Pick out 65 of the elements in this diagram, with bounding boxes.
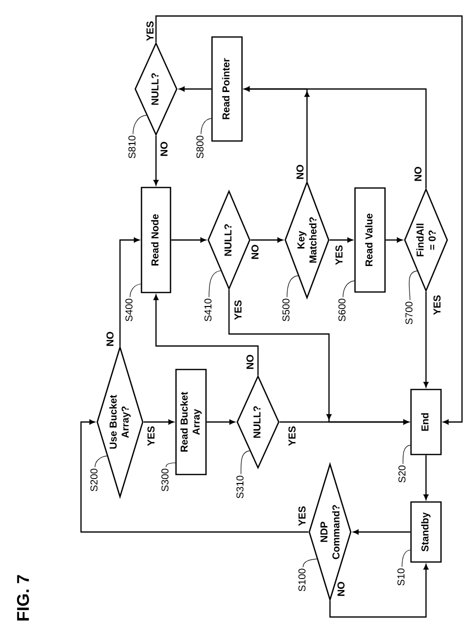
arrow — [250, 238, 283, 242]
reference-numeral: S20 — [398, 466, 406, 482]
arrow — [171, 238, 206, 242]
edge-label: YES — [433, 294, 441, 316]
leader-line — [402, 550, 411, 568]
arrow — [329, 564, 428, 618]
arrow — [80, 420, 308, 533]
process-box: Read Value — [354, 187, 386, 293]
edge-label: NO — [414, 166, 422, 182]
process-box: Read Pointer — [211, 36, 243, 142]
arrow — [154, 294, 259, 376]
leader-line — [286, 275, 298, 298]
edge-label: YES — [298, 506, 306, 526]
edge-label: YES — [234, 300, 242, 320]
leader-line — [302, 558, 318, 568]
leader-line — [132, 114, 147, 134]
process-box: Read Node — [140, 186, 172, 294]
reference-numeral: S10 — [397, 568, 404, 586]
process-box: Read Bucket Array — [175, 368, 207, 476]
reference-numeral: S700 — [405, 302, 412, 324]
leader-line — [166, 462, 176, 468]
arrow — [144, 420, 174, 424]
edge-label: YES — [288, 426, 296, 446]
arrow — [228, 290, 409, 424]
leader-line — [94, 456, 108, 468]
figure-title: FIG. 7 — [16, 575, 30, 620]
arrow — [424, 455, 428, 500]
leader-line — [240, 450, 250, 474]
reference-numeral: S300 — [161, 468, 168, 492]
edge-label: NO — [296, 164, 304, 180]
reference-numeral: S810 — [128, 136, 136, 158]
edge-label: NO — [251, 244, 259, 260]
reference-numeral: S800 — [196, 136, 204, 158]
reference-numeral: S200 — [90, 468, 98, 492]
leader-line — [208, 270, 222, 298]
edge-label: NO — [160, 141, 168, 157]
leader-line — [130, 284, 142, 298]
arrow — [244, 86, 427, 188]
arrow — [424, 292, 428, 388]
edge-label: NO — [246, 354, 254, 370]
reference-numeral: S310 — [236, 476, 244, 498]
arrow — [154, 136, 158, 186]
arrow — [206, 420, 235, 424]
arrow — [155, 15, 463, 424]
arrow — [330, 238, 353, 242]
process-box: End — [410, 388, 442, 456]
arrow — [353, 530, 410, 534]
process-box: Standby — [410, 501, 442, 563]
leader-line — [342, 280, 355, 298]
leader-line — [200, 118, 212, 134]
edge-label: NO — [106, 331, 114, 347]
edge-label: YES — [147, 426, 155, 446]
edge-label: YES — [335, 244, 343, 266]
edge-label: YES — [146, 20, 154, 42]
reference-numeral: S100 — [298, 568, 306, 592]
arrow — [179, 86, 212, 92]
reference-numeral: S500 — [282, 298, 290, 322]
reference-numeral: S600 — [338, 298, 346, 322]
reference-numeral: S410 — [204, 298, 212, 322]
arrow — [386, 238, 402, 242]
edge-label: NO — [337, 581, 345, 597]
reference-numeral: S400 — [125, 298, 132, 322]
arrow — [119, 238, 140, 346]
leader-line — [402, 444, 411, 464]
leader-line — [408, 270, 418, 300]
